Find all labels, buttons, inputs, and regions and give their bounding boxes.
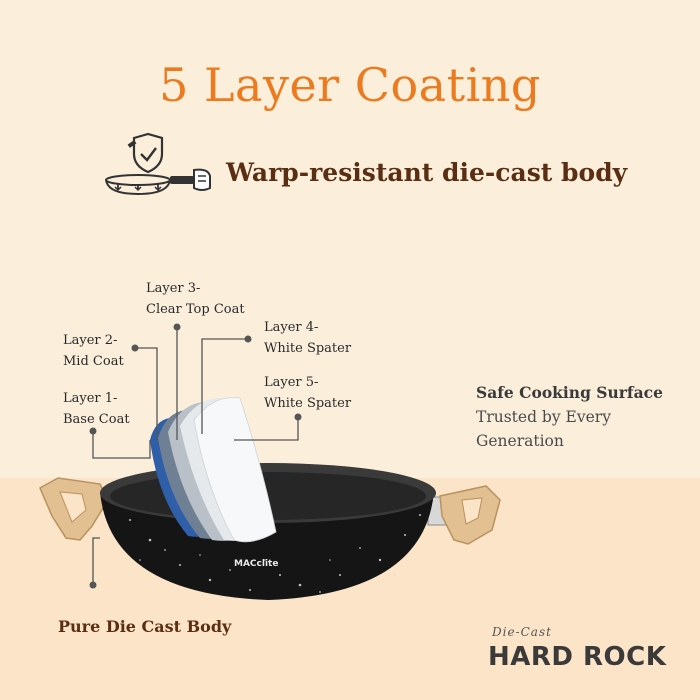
brand-tag: Die-Cast — [492, 625, 552, 639]
layer-1-desc: Base Coat — [63, 412, 130, 427]
layer-2-title: Layer 2- — [63, 333, 118, 348]
background-top — [0, 0, 700, 478]
layer-5-title: Layer 5- — [264, 375, 319, 390]
layer-3-label: Layer 3- Clear Top Coat — [146, 278, 245, 320]
layer-3-desc: Clear Top Coat — [146, 302, 245, 317]
safe-cooking-line-1: Trusted by Every — [476, 408, 611, 426]
pan-logo: MACclite — [234, 559, 278, 569]
layer-4-title: Layer 4- — [264, 320, 319, 335]
speckles — [129, 514, 421, 593]
body-label: Pure Die Cast Body — [58, 617, 232, 636]
pointer-dots — [89, 323, 302, 589]
shield-pan-icon — [105, 132, 211, 196]
layer-2-label: Layer 2- Mid Coat — [63, 330, 124, 372]
layer-1-title: Layer 1- — [63, 391, 118, 406]
layer-5-desc: White Spater — [264, 396, 352, 411]
feature-text: Warp-resistant die-cast body — [226, 158, 628, 187]
safe-cooking-block: Safe Cooking Surface Trusted by Every Ge… — [476, 381, 663, 453]
brand-name: HARD ROCK — [488, 642, 667, 672]
layer-2-desc: Mid Coat — [63, 354, 124, 369]
page-title: 5 Layer Coating — [159, 58, 541, 112]
pointer-lines — [92, 327, 299, 585]
layer-4-label: Layer 4- White Spater — [264, 317, 351, 359]
layer-4-desc: White Spater — [264, 341, 352, 356]
layer-3-title: Layer 3- — [146, 281, 201, 296]
right-handle — [427, 485, 501, 545]
layer-5-label: Layer 5- White Spater — [264, 372, 351, 414]
safe-cooking-heading: Safe Cooking Surface — [476, 383, 663, 402]
layer-1-label: Layer 1- Base Coat — [63, 388, 130, 430]
safe-cooking-line-2: Generation — [476, 432, 564, 450]
